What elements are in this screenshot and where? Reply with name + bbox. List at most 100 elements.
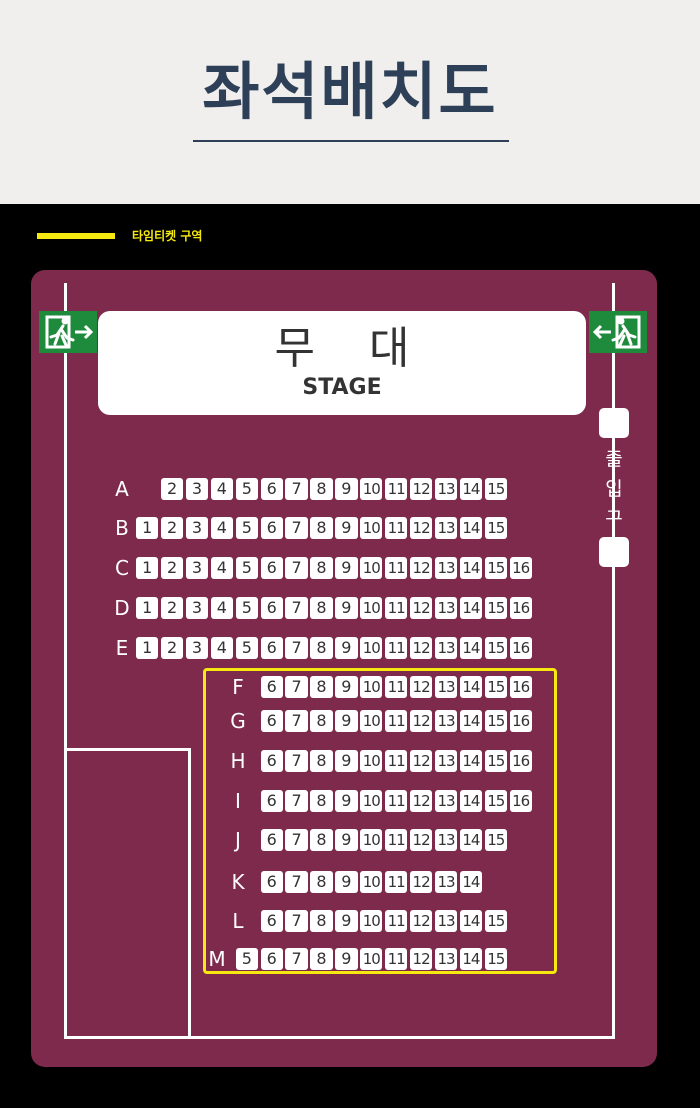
seat-c-8[interactable]: 8 <box>310 557 333 579</box>
seat-f-15[interactable]: 15 <box>484 676 507 698</box>
seat-d-1[interactable]: 1 <box>136 597 159 619</box>
seat-e-15[interactable]: 15 <box>484 637 507 659</box>
seat-m-9[interactable]: 9 <box>335 948 358 970</box>
seat-b-4[interactable]: 4 <box>210 517 234 539</box>
seat-g-7[interactable]: 7 <box>285 710 308 732</box>
seat-b-9[interactable]: 9 <box>335 517 358 539</box>
seat-i-8[interactable]: 8 <box>310 790 333 812</box>
seat-k-12[interactable]: 12 <box>409 871 433 893</box>
seat-e-3[interactable]: 3 <box>185 637 209 659</box>
seat-i-13[interactable]: 13 <box>434 790 458 812</box>
seat-b-10[interactable]: 10 <box>360 517 383 539</box>
seat-a-8[interactable]: 8 <box>310 478 333 500</box>
seat-h-8[interactable]: 8 <box>310 750 333 772</box>
seat-c-4[interactable]: 4 <box>210 557 234 579</box>
seat-e-4[interactable]: 4 <box>210 637 234 659</box>
seat-c-5[interactable]: 5 <box>235 557 258 579</box>
seat-b-8[interactable]: 8 <box>310 517 333 539</box>
seat-d-7[interactable]: 7 <box>285 597 308 619</box>
seat-d-12[interactable]: 12 <box>409 597 433 619</box>
seat-g-9[interactable]: 9 <box>335 710 358 732</box>
seat-c-9[interactable]: 9 <box>335 557 358 579</box>
seat-b-1[interactable]: 1 <box>136 517 159 539</box>
seat-a-13[interactable]: 13 <box>434 478 458 500</box>
seat-f-16[interactable]: 16 <box>509 676 532 698</box>
seat-m-13[interactable]: 13 <box>434 948 458 970</box>
seat-b-12[interactable]: 12 <box>409 517 433 539</box>
seat-f-6[interactable]: 6 <box>260 676 283 698</box>
seat-b-7[interactable]: 7 <box>285 517 308 539</box>
seat-a-5[interactable]: 5 <box>235 478 258 500</box>
seat-d-8[interactable]: 8 <box>310 597 333 619</box>
seat-b-14[interactable]: 14 <box>459 517 483 539</box>
seat-j-15[interactable]: 15 <box>484 829 507 851</box>
seat-j-9[interactable]: 9 <box>335 829 358 851</box>
seat-a-15[interactable]: 15 <box>484 478 507 500</box>
seat-i-11[interactable]: 11 <box>385 790 408 812</box>
seat-d-13[interactable]: 13 <box>434 597 458 619</box>
seat-d-10[interactable]: 10 <box>360 597 383 619</box>
seat-c-3[interactable]: 3 <box>185 557 209 579</box>
seat-m-11[interactable]: 11 <box>385 948 408 970</box>
seat-e-11[interactable]: 11 <box>385 637 408 659</box>
seat-e-9[interactable]: 9 <box>335 637 358 659</box>
seat-c-11[interactable]: 11 <box>385 557 408 579</box>
seat-c-7[interactable]: 7 <box>285 557 308 579</box>
seat-l-13[interactable]: 13 <box>434 910 458 932</box>
seat-a-14[interactable]: 14 <box>459 478 483 500</box>
seat-h-7[interactable]: 7 <box>285 750 308 772</box>
seat-i-6[interactable]: 6 <box>260 790 283 812</box>
seat-f-12[interactable]: 12 <box>409 676 433 698</box>
seat-e-14[interactable]: 14 <box>459 637 483 659</box>
seat-j-7[interactable]: 7 <box>285 829 308 851</box>
seat-k-13[interactable]: 13 <box>434 871 458 893</box>
seat-m-12[interactable]: 12 <box>409 948 433 970</box>
seat-d-11[interactable]: 11 <box>385 597 408 619</box>
seat-g-11[interactable]: 11 <box>385 710 408 732</box>
seat-j-6[interactable]: 6 <box>260 829 283 851</box>
seat-k-10[interactable]: 10 <box>360 871 383 893</box>
seat-g-12[interactable]: 12 <box>409 710 433 732</box>
seat-k-9[interactable]: 9 <box>335 871 358 893</box>
seat-i-10[interactable]: 10 <box>360 790 383 812</box>
seat-i-15[interactable]: 15 <box>484 790 507 812</box>
seat-f-13[interactable]: 13 <box>434 676 458 698</box>
seat-h-13[interactable]: 13 <box>434 750 458 772</box>
seat-h-6[interactable]: 6 <box>260 750 283 772</box>
seat-l-14[interactable]: 14 <box>459 910 483 932</box>
seat-b-2[interactable]: 2 <box>160 517 184 539</box>
seat-h-14[interactable]: 14 <box>459 750 483 772</box>
seat-c-16[interactable]: 16 <box>509 557 532 579</box>
seat-k-14[interactable]: 14 <box>459 871 483 893</box>
seat-j-8[interactable]: 8 <box>310 829 333 851</box>
seat-l-10[interactable]: 10 <box>360 910 383 932</box>
seat-c-15[interactable]: 15 <box>484 557 507 579</box>
seat-h-11[interactable]: 11 <box>385 750 408 772</box>
seat-f-10[interactable]: 10 <box>360 676 383 698</box>
seat-f-14[interactable]: 14 <box>459 676 483 698</box>
seat-m-15[interactable]: 15 <box>484 948 507 970</box>
seat-c-12[interactable]: 12 <box>409 557 433 579</box>
seat-m-8[interactable]: 8 <box>310 948 333 970</box>
seat-h-15[interactable]: 15 <box>484 750 507 772</box>
seat-h-10[interactable]: 10 <box>360 750 383 772</box>
seat-e-2[interactable]: 2 <box>160 637 184 659</box>
seat-f-9[interactable]: 9 <box>335 676 358 698</box>
seat-e-16[interactable]: 16 <box>509 637 532 659</box>
seat-j-10[interactable]: 10 <box>360 829 383 851</box>
seat-h-9[interactable]: 9 <box>335 750 358 772</box>
seat-c-13[interactable]: 13 <box>434 557 458 579</box>
seat-c-6[interactable]: 6 <box>260 557 283 579</box>
seat-f-7[interactable]: 7 <box>285 676 308 698</box>
seat-a-12[interactable]: 12 <box>409 478 433 500</box>
seat-b-3[interactable]: 3 <box>185 517 209 539</box>
seat-g-6[interactable]: 6 <box>260 710 283 732</box>
seat-j-11[interactable]: 11 <box>385 829 408 851</box>
seat-b-15[interactable]: 15 <box>484 517 507 539</box>
seat-b-5[interactable]: 5 <box>235 517 258 539</box>
seat-f-11[interactable]: 11 <box>385 676 408 698</box>
seat-e-12[interactable]: 12 <box>409 637 433 659</box>
seat-i-16[interactable]: 16 <box>509 790 532 812</box>
seat-m-6[interactable]: 6 <box>260 948 283 970</box>
seat-k-6[interactable]: 6 <box>260 871 283 893</box>
